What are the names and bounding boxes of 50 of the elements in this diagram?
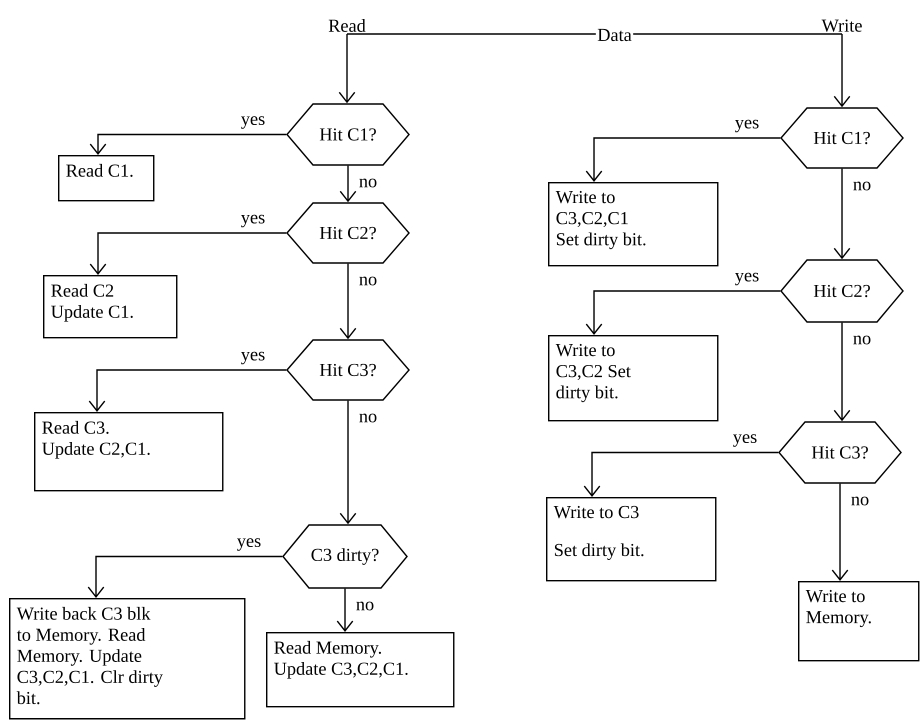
- process-box: Write back C3 blk to Memory. Read Memory. Update C3,C2,C1. Clr dirty bit.: [9, 598, 246, 720]
- edge-label: no: [849, 495, 871, 507]
- process-box: Read Memory. Update C3,C2,C1.: [266, 632, 454, 708]
- process-box: Write to C3 Set dirty bit.: [546, 497, 716, 582]
- decision-hexagon: Hit C1?: [286, 103, 410, 166]
- decision-hexagon: Hit C2?: [780, 259, 904, 323]
- arrow: [586, 290, 780, 335]
- decision-hexagon: Hit C2?: [286, 202, 410, 264]
- edge-label: no: [354, 600, 376, 612]
- edge-label: no: [357, 275, 379, 287]
- arrow: [88, 556, 282, 598]
- arrow: [340, 166, 356, 202]
- edge-label: yes: [239, 350, 267, 366]
- arrow: [586, 137, 780, 182]
- decision-hexagon: Hit C3?: [286, 339, 410, 401]
- connector-line: [347, 33, 842, 35]
- arrow: [88, 369, 286, 412]
- arrow: [340, 264, 356, 340]
- process-box: Read C1.: [58, 155, 154, 202]
- edge-label: no: [357, 177, 379, 189]
- arrow: [90, 232, 286, 275]
- arrow: [834, 322, 850, 422]
- flow-label: Read: [328, 19, 366, 32]
- edge-label: yes: [239, 213, 267, 229]
- process-box: Write to Memory.: [798, 581, 920, 662]
- edge-label: yes: [235, 536, 263, 552]
- process-box: Write to C3,C2,C1 Set dirty bit.: [548, 182, 718, 266]
- edge-label: no: [851, 334, 873, 346]
- arrow: [336, 588, 354, 632]
- edge-label: yes: [731, 432, 759, 448]
- flow-label: Write: [822, 20, 862, 32]
- edge-label: Data: [596, 28, 634, 42]
- arrow: [834, 168, 850, 260]
- edge-label: yes: [733, 271, 761, 287]
- edge-label: no: [357, 412, 379, 424]
- edge-label: yes: [733, 118, 761, 134]
- edge-label: no: [851, 180, 873, 192]
- process-box: Read C3. Update C2,C1.: [34, 412, 224, 492]
- decision-hexagon: Hit C3?: [778, 421, 902, 484]
- arrow: [340, 400, 356, 524]
- arrow: [90, 134, 286, 155]
- arrow: [338, 34, 356, 104]
- process-box: Read C2 Update C1.: [43, 275, 178, 338]
- decision-hexagon: C3 dirty?: [282, 524, 408, 589]
- arrow: [584, 452, 778, 497]
- arrow: [834, 34, 850, 108]
- edge-label: yes: [239, 114, 267, 130]
- decision-hexagon: Hit C1?: [780, 107, 904, 169]
- process-box: Write to C3,C2 Set dirty bit.: [548, 335, 718, 422]
- arrow: [832, 484, 848, 581]
